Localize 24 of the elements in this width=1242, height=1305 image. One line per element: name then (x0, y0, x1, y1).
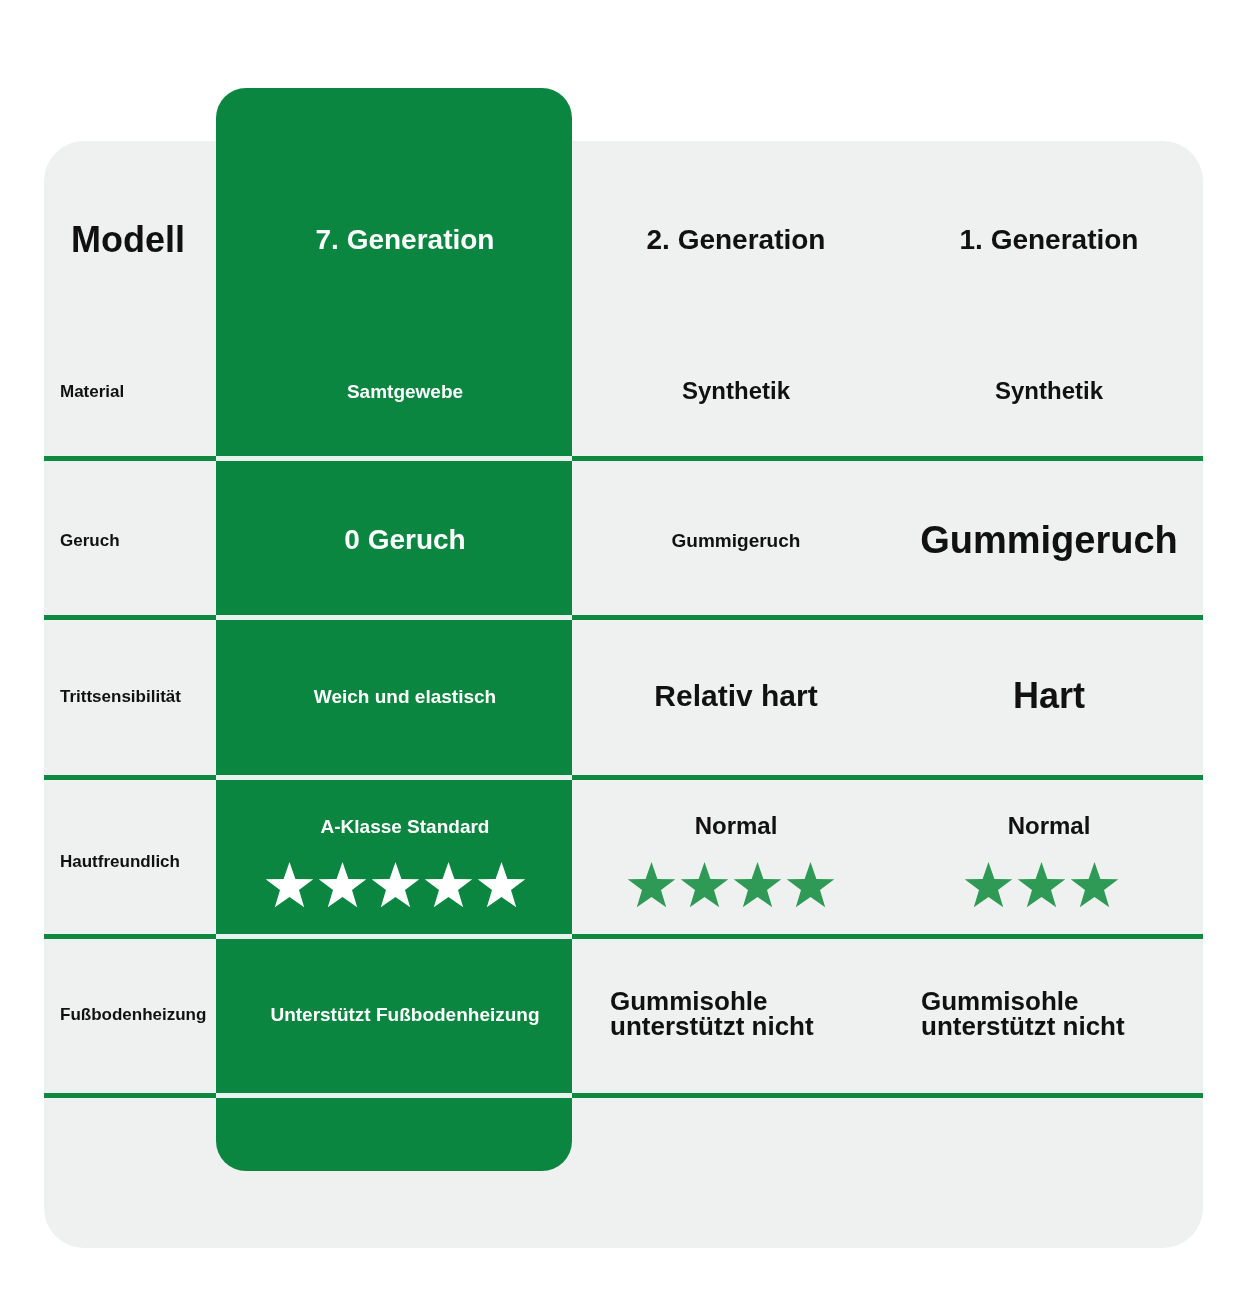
cell-text: 0 Geruch (344, 526, 466, 554)
row-header: Material (60, 382, 125, 400)
cell-text: Gummigeruch (671, 530, 801, 550)
column-header: 2. Generation (646, 226, 826, 254)
cell-text: Gummigeruch (920, 521, 1178, 559)
row-header: Geruch (60, 531, 120, 549)
cell-text: Gummisohle unterstützt nicht (610, 989, 815, 1039)
cell-text: Hart (1013, 678, 1085, 714)
row-header: Trittsensibilität (60, 687, 181, 705)
column-header: Modell (71, 222, 185, 258)
cell-text: Unterstützt Fußbodenheizung (270, 1004, 540, 1024)
cell-text: Synthetik (682, 379, 790, 403)
cell-text: Samtgewebe (346, 381, 464, 401)
column-header: 1. Generation (959, 226, 1139, 254)
row-header: Fußbodenheizung (60, 1005, 207, 1023)
cell-text: Normal (694, 814, 778, 838)
cell-text: A-Klasse Standard (320, 816, 490, 836)
column-header: 7. Generation (315, 226, 495, 254)
cell-text: Gummisohle unterstützt nicht (921, 989, 1126, 1039)
row-header: Hautfreundlich (60, 852, 180, 870)
cell-text: Normal (1007, 814, 1091, 838)
cell-text: Weich und elastisch (313, 686, 497, 706)
cell-text: Synthetik (995, 379, 1103, 403)
cell-text: Relativ hart (654, 681, 818, 711)
